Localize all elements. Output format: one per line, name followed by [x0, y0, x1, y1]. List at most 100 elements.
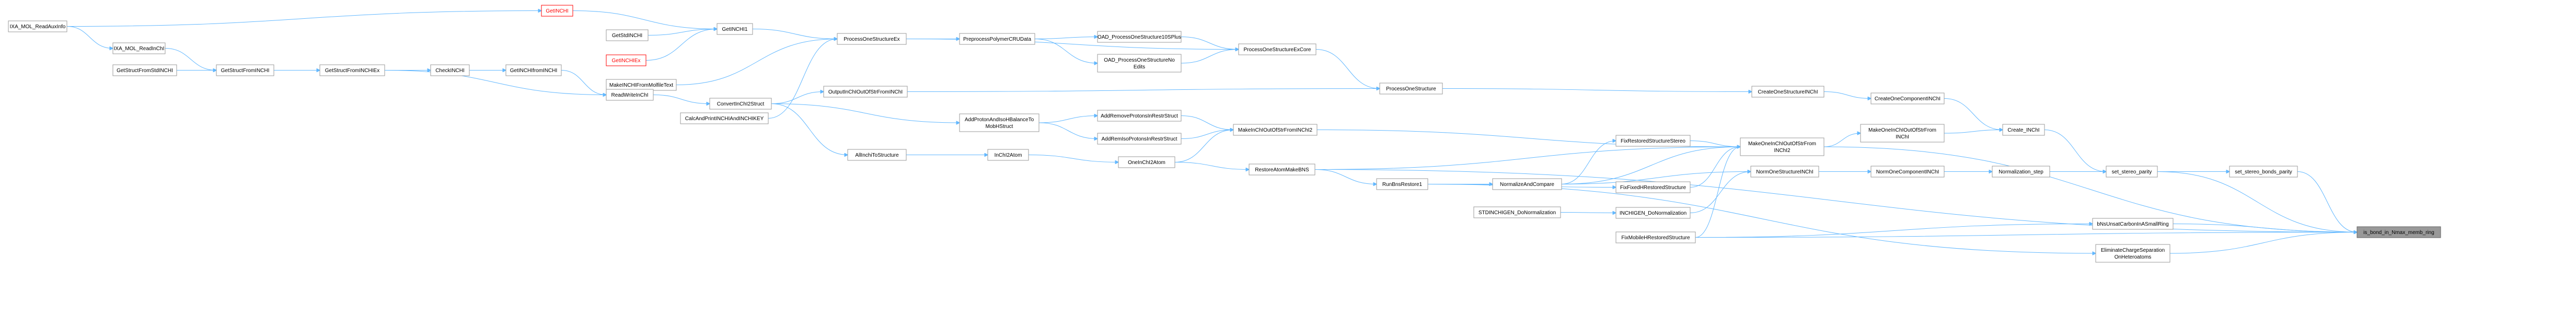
- node-normalizationstep[interactable]: Normalization_step: [1992, 166, 2050, 178]
- node-getinchi[interactable]: GetINCHI: [541, 5, 573, 17]
- node-box: [1615, 231, 1696, 243]
- node-oneinchi2atom[interactable]: OneInChI2Atom: [1118, 156, 1175, 168]
- node-processonestructureexcore[interactable]: ProcessOneStructureExCore: [1238, 43, 1316, 55]
- node-isbondinnmaxmembring[interactable]: is_bond_in_Nmax_memb_ring: [2356, 226, 2441, 238]
- node-createonestructureinchi[interactable]: CreateOneStructureINChI: [1751, 86, 1824, 98]
- node-label: AddProtonAndIsoHBalanceTo: [965, 117, 1034, 123]
- node-box: [1992, 166, 2050, 178]
- node-bnsunsatcarbonincarbonsmallring[interactable]: bNsUnsatCarbonInASmallRing: [2092, 218, 2174, 230]
- node-createinchi[interactable]: Create_INChI: [2002, 124, 2045, 136]
- edge-fixmobilehrestoredstructure-to-bnsunsatcarbonincarbonsmallring: [1695, 224, 2093, 238]
- node-box: [1615, 181, 1691, 193]
- edge-convertinchi2struct-to-addprotonandisobalance: [771, 103, 960, 123]
- edge-createonecomponentinchi-to-createinchi: [1944, 98, 2003, 130]
- node-label: EliminateChargeSeparation: [2101, 248, 2165, 253]
- node-box: [606, 29, 649, 41]
- edge-createinchi-to-setstereoparity: [2044, 130, 2106, 172]
- node-box: [8, 20, 67, 32]
- node-box: [1615, 207, 1691, 219]
- node-inchigendonormalization[interactable]: INCHIGEN_DoNormalization: [1615, 207, 1691, 219]
- edge-addprotonandisobalance-to-addremoveprotonsinrestrstruct: [1038, 116, 1098, 123]
- node-getinchifrominchi[interactable]: GetINCHIfromINCHI: [505, 64, 562, 76]
- node-label: NormOneComponentINChI: [1876, 169, 1939, 175]
- node-label: AllInchiToStructure: [855, 153, 899, 158]
- node-box: [541, 5, 573, 17]
- node-box: [1097, 110, 1182, 122]
- node-addremisoprotonsinrestrstruct[interactable]: AddRemIsoProtonsInRestrStruct: [1097, 133, 1182, 145]
- node-setstereoparity[interactable]: set_stereo_parity: [2106, 166, 2158, 178]
- edge-fixmobilehrestoredstructure-to-makeoneinchioutofstrfrominchi2: [1695, 147, 1740, 238]
- edge-oneinchi2atom-to-restoreatommakebns: [1174, 162, 1249, 170]
- node-box: [1118, 156, 1175, 168]
- node-box: [1860, 124, 1945, 143]
- node-label: AddRemIsoProtonsInRestrStruct: [1101, 136, 1177, 142]
- node-readwriteinchi[interactable]: ReadWriteInChI: [606, 89, 654, 101]
- node-restoreatommakebns[interactable]: RestoreAtomMakeBNS: [1249, 164, 1315, 176]
- node-getstructfromstdinchi[interactable]: GetStructFromStdINCHI: [112, 64, 177, 76]
- node-convertinchi2struct[interactable]: ConvertInChI2Struct: [709, 98, 772, 110]
- node-box: [1751, 86, 1824, 98]
- node-getinchiex[interactable]: GetINCHIEx: [606, 54, 646, 66]
- edge-ixamolreadinchi-to-getstructfrominchi: [165, 48, 216, 71]
- node-getstructfrominchiex[interactable]: GetStructFromINCHIEx: [319, 64, 385, 76]
- edge-getinchi1-to-processonestructureex: [752, 29, 837, 39]
- edge-normalizeandcompare-to-makeoneinchioutofstrfrominchi2: [1561, 147, 1740, 184]
- node-stdinchigendonormalization[interactable]: STDINCHIGEN_DoNormalization: [1473, 206, 1561, 218]
- node-fixfixedhrestoredstructure[interactable]: FixFixedHRestoredStructure: [1615, 181, 1691, 193]
- node-processonestructureex[interactable]: ProcessOneStructureEx: [837, 33, 907, 45]
- node-allinchitoinstructure[interactable]: AllInchiToStructure: [847, 149, 907, 161]
- node-label: InChI2Atom: [995, 153, 1022, 158]
- edge-addremisoprotonsinrestrstruct-to-makeinchioutofstrfrominchi2: [1181, 130, 1233, 139]
- edge-inchigendonormalization-to-normonestructureinchi: [1690, 172, 1751, 213]
- node-calcandprintinchiandinchikey[interactable]: CalcAndPrintINCHIAndINCHIKEY: [680, 112, 769, 124]
- node-label: Normalization_step: [1999, 169, 2043, 175]
- node-runbnsrestore1[interactable]: RunBnsRestore1: [1376, 178, 1428, 190]
- node-label: MakeINCHIFromMolfileText: [609, 83, 673, 88]
- node-getinchi1[interactable]: GetINCHI1: [717, 23, 753, 35]
- node-setstereobondsparity[interactable]: set_stereo_bonds_parity: [2229, 166, 2298, 178]
- node-makeinchifrommolfiletext[interactable]: MakeINCHIFromMolfileText: [606, 79, 677, 91]
- node-label: NormalizeAndCompare: [1500, 182, 1554, 188]
- node-inchi2atom[interactable]: InChI2Atom: [987, 149, 1029, 161]
- node-label: GetStdINCHI: [612, 33, 642, 39]
- node-box: [1233, 124, 1318, 136]
- node-label: NormOneStructureINChI: [1756, 169, 1813, 175]
- node-box: [1379, 83, 1443, 95]
- node-fixmobilehrestoredstructure[interactable]: FixMobileHRestoredStructure: [1615, 231, 1696, 243]
- edge-makeoneinchioutofstrfrominchi-to-createinchi: [1944, 130, 2003, 134]
- edge-restoreatommakebns-to-runbnsrestore1: [1314, 169, 1377, 184]
- node-createonecomponentinchi[interactable]: CreateOneComponentINChI: [1870, 92, 1945, 104]
- node-addremoveprotonsinrestrstruct[interactable]: AddRemoveProtonsInRestrStruct: [1097, 110, 1182, 122]
- node-normonecomponentinchi[interactable]: NormOneComponentINChI: [1870, 166, 1945, 178]
- node-preprocesspolymercrudata[interactable]: PreprocessPolymerCRUData: [959, 33, 1035, 45]
- node-label: GetINCHI1: [722, 27, 748, 32]
- node-normonestructureinchi[interactable]: NormOneStructureINChI: [1750, 166, 1819, 178]
- node-getstructfrominchi[interactable]: GetStructFromINCHI: [216, 64, 274, 76]
- edge-fixmobilehrestoredstructure-to-isbondinnmaxmembring: [1695, 232, 2357, 238]
- node-label: OutputInChIOutOfStrFromINChI: [828, 89, 903, 95]
- node-box: [709, 98, 772, 110]
- node-makeinchioutofstrfrominchi2[interactable]: MakeInChIOutOfStrFromINChI2: [1233, 124, 1318, 136]
- node-fixrestoredstructurestereo[interactable]: FixRestoredStructureStereo: [1615, 135, 1691, 147]
- node-label: ConvertInChI2Struct: [717, 101, 765, 107]
- node-label: CreateOneStructureINChI: [1758, 89, 1818, 95]
- node-oad1[interactable]: OAD_ProcessOneStructure10SPlus: [1097, 31, 1182, 43]
- edge-restoreatommakebns-to-makeoneinchioutofstrfrominchi2: [1314, 147, 1740, 170]
- node-ixamolreadinchi[interactable]: IXA_MOL_ReadInChI: [112, 42, 166, 54]
- node-box: [2356, 226, 2441, 238]
- edge-preprocesspolymercrudata-to-oad1: [1034, 37, 1098, 39]
- node-processonestructure[interactable]: ProcessOneStructure: [1379, 83, 1443, 95]
- edge-getstdinchi-to-getinchi1: [648, 29, 717, 36]
- node-label: is_bond_in_Nmax_memb_ring: [2363, 230, 2434, 236]
- node-ixamolreadauxinfo[interactable]: IXA_MOL_ReadAuxInfo: [8, 20, 67, 32]
- node-outputinchioutofstrfrominchi[interactable]: OutputInChIOutOfStrFromINChI: [823, 86, 908, 98]
- edge-getinchi-to-getinchi1: [572, 10, 717, 29]
- node-normalizeandcompare[interactable]: NormalizeAndCompare: [1492, 178, 1562, 190]
- node-checkinchi[interactable]: CheckINCHI: [430, 64, 470, 76]
- node-getstdinchi[interactable]: GetStdINCHI: [606, 29, 649, 41]
